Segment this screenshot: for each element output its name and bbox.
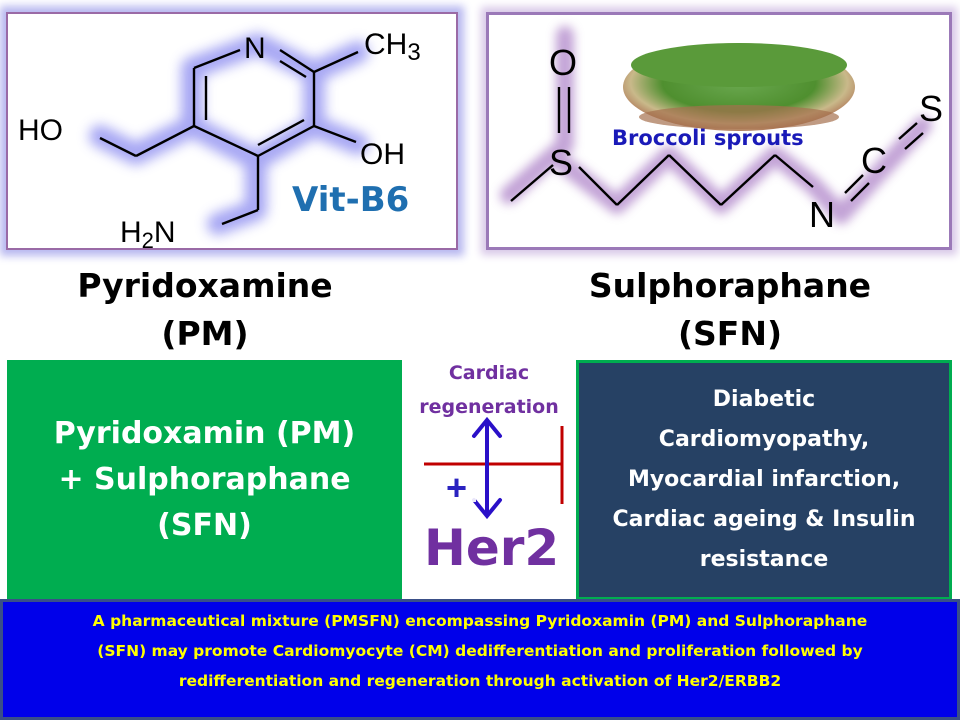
- atom-s1: S: [549, 142, 573, 183]
- atom-oh: OH: [360, 138, 405, 171]
- combination-box: Pyridoxamin (PM) + Sulphoraphane (SFN): [7, 360, 402, 600]
- pyridoxamine-name: Pyridoxamine: [77, 266, 333, 305]
- cardiac-label-line-1: Cardiac: [448, 362, 530, 384]
- atom-s2: S: [919, 88, 943, 129]
- summary-line-1: A pharmaceutical mixture (PMSFN) encompa…: [92, 612, 868, 630]
- sulphoraphane-structure-panel: O S N C S: [486, 12, 952, 250]
- atom-n: N: [809, 194, 835, 235]
- combination-line-2: + Sulphoraphane: [58, 462, 351, 497]
- mechanism-arrows: +: [424, 416, 564, 520]
- condition-line-4: Cardiac ageing & Insulin: [612, 507, 916, 532]
- cardiac-label-line-2: regeneration: [419, 396, 559, 418]
- atom-n: N: [244, 32, 266, 65]
- conditions-box: Diabetic Cardiomyopathy, Myocardial infa…: [576, 360, 952, 600]
- summary-box: A pharmaceutical mixture (PMSFN) encompa…: [0, 599, 960, 720]
- inhibition-line-icon: [424, 426, 564, 504]
- sulphoraphane-name: Sulphoraphane: [588, 266, 872, 305]
- atom-c: C: [861, 140, 887, 181]
- atom-ch3: CH3: [364, 28, 421, 66]
- condition-line-1: Diabetic: [712, 387, 816, 412]
- svg-text:+: +: [446, 467, 467, 508]
- her2-label: Her2: [424, 519, 560, 577]
- vitamin-b6-badge: Vit-B6: [292, 180, 410, 220]
- cardiac-regeneration-label: Cardiac regeneration: [404, 356, 574, 424]
- condition-line-2: Cardiomyopathy,: [658, 427, 870, 452]
- pyridoxamine-label: Pyridoxamine (PM): [50, 262, 360, 358]
- sulphoraphane-abbrev: (SFN): [677, 314, 783, 353]
- atom-h2n: H2N: [120, 216, 176, 248]
- combination-line-3: (SFN): [157, 508, 252, 543]
- sulphoraphane-label: Sulphoraphane (SFN): [570, 262, 890, 358]
- pyridoxamine-structure-icon: N CH3 HO OH H2N: [18, 28, 421, 253]
- condition-line-5: resistance: [699, 547, 829, 572]
- summary-line-3: redifferentiation and regeneration throu…: [178, 672, 782, 690]
- pyridoxamine-structure-panel: N CH3 HO OH H2N: [6, 12, 458, 253]
- summary-line-2: (SFN) may promote Cardiomyocyte (CM) ded…: [97, 642, 863, 660]
- sulphoraphane-structure-icon: O S N C S: [500, 26, 943, 235]
- atom-o: O: [549, 42, 577, 83]
- broccoli-sprouts-caption: Broccoli sprouts: [612, 126, 804, 150]
- broccoli-sprouts-image: [623, 43, 855, 131]
- condition-line-3: Myocardial infarction,: [627, 467, 901, 492]
- bidirectional-arrow-icon: [472, 416, 502, 520]
- atom-ho: HO: [18, 114, 63, 147]
- pyridoxamine-abbrev: (PM): [161, 314, 249, 353]
- plus-icon: +: [446, 467, 476, 508]
- combination-line-1: Pyridoxamin (PM): [53, 416, 356, 451]
